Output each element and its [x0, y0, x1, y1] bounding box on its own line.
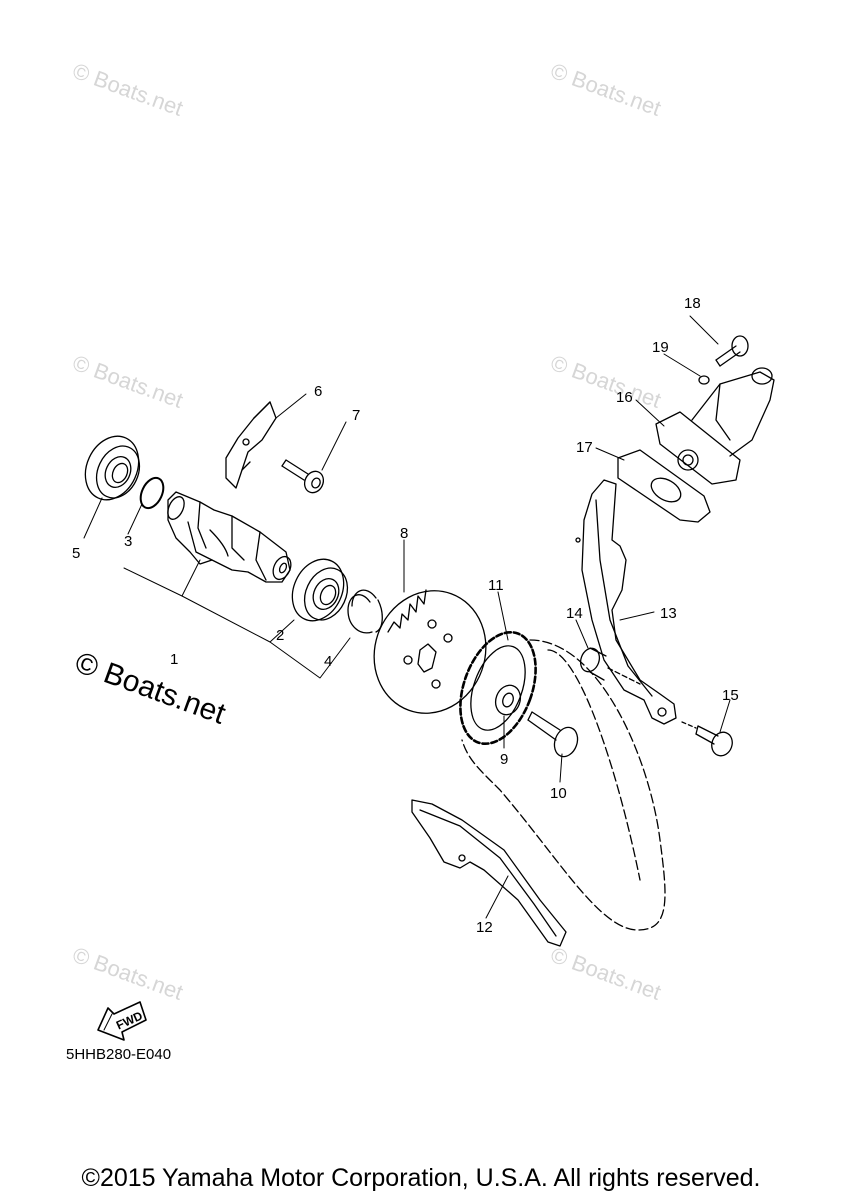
- callout-18: 18: [684, 295, 701, 312]
- spring: [387, 589, 427, 633]
- tensioner-bolt: [715, 335, 749, 367]
- bolt-7: [281, 459, 325, 494]
- cam-sprocket: [459, 630, 537, 746]
- callout-15: 15: [722, 687, 739, 704]
- callout-14: 14: [566, 605, 583, 622]
- timing-chain: [461, 639, 666, 931]
- callout-6: 6: [314, 383, 322, 400]
- chain-guide: [411, 799, 567, 947]
- guide-bolt: [681, 721, 733, 757]
- callout-4: 4: [324, 653, 332, 670]
- sprocket-bolt: [527, 711, 579, 758]
- decompression-plate: [373, 590, 487, 714]
- bearing-left: [84, 435, 141, 501]
- collar: [579, 647, 641, 685]
- callout-5: 5: [72, 545, 80, 562]
- callout-19: 19: [652, 339, 669, 356]
- o-ring: [139, 476, 165, 510]
- tensioner-guide: [575, 479, 677, 725]
- callout-12: 12: [476, 919, 493, 936]
- callout-8: 8: [400, 525, 408, 542]
- washer: [494, 684, 522, 716]
- diagram-code: 5HHB280-E040: [66, 1046, 172, 1063]
- callout-10: 10: [550, 785, 567, 802]
- callout-9: 9: [500, 751, 508, 768]
- callout-1: 1: [170, 651, 178, 668]
- callout-2: 2: [276, 627, 284, 644]
- callout-7: 7: [352, 407, 360, 424]
- cam-plate: [225, 401, 277, 489]
- tensioner-washer: [698, 375, 710, 385]
- callout-3: 3: [124, 533, 132, 550]
- bearing-right: [291, 558, 349, 622]
- callout-16: 16: [616, 389, 633, 406]
- copyright-notice: ©2015 Yamaha Motor Corporation, U.S.A. A…: [81, 1164, 761, 1192]
- circlip: [347, 589, 383, 634]
- fwd-arrow-icon: [97, 1001, 147, 1041]
- callout-17: 17: [576, 439, 593, 456]
- chain-tensioner: [655, 367, 775, 485]
- callout-11: 11: [488, 577, 504, 594]
- callout-13: 13: [660, 605, 677, 622]
- leader-lines: [83, 315, 731, 919]
- camshaft: [167, 491, 292, 583]
- gasket: [617, 449, 711, 523]
